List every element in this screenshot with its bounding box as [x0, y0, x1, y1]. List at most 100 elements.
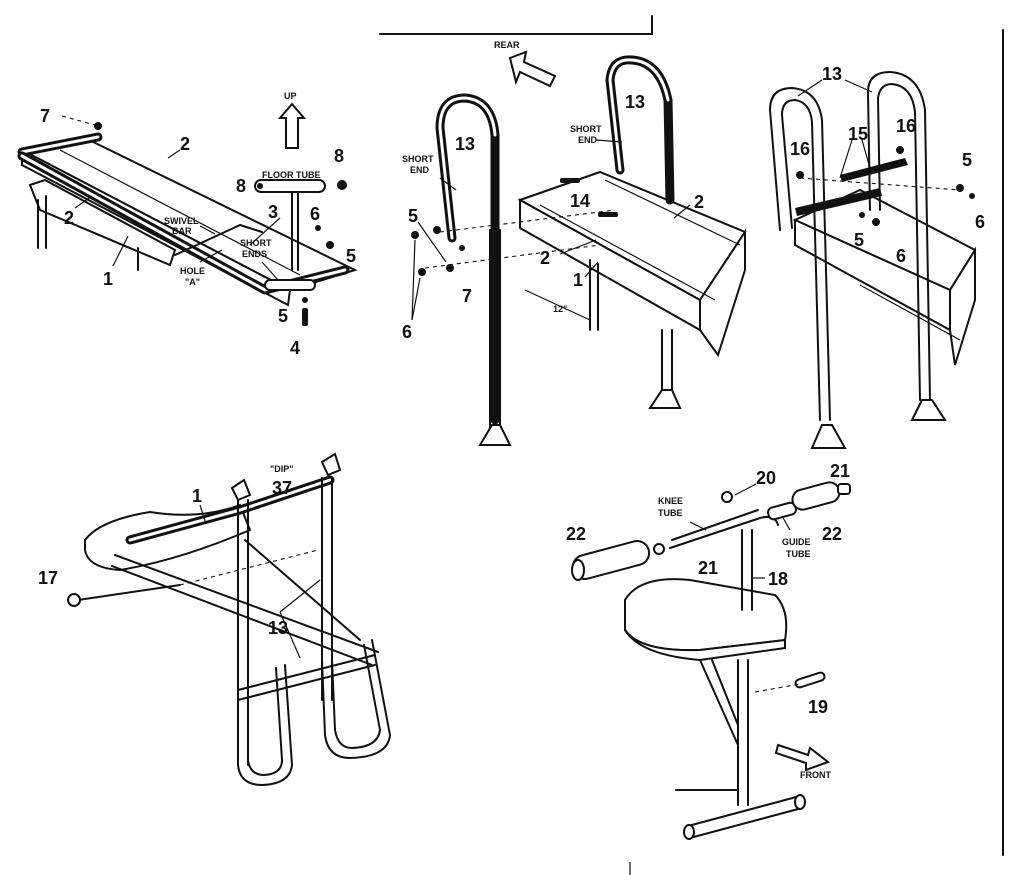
tr-upright-left-outer [769, 87, 831, 421]
tr-leader-15b [861, 139, 871, 169]
bench-board-inner-line [59, 149, 301, 276]
tr-plate-lower [795, 188, 882, 216]
hardware-8b [337, 180, 347, 190]
label-hole: HOLE [180, 266, 205, 276]
view-bottom-left: 1 37 17 13 "DIP" [38, 452, 391, 786]
br-seat-brace-a [699, 659, 739, 746]
callout-13-left: 13 [455, 134, 475, 154]
label-guide: GUIDE [782, 537, 811, 547]
up-arrow-icon [277, 102, 307, 149]
callout-5: 5 [408, 206, 418, 226]
callout-6: 6 [310, 204, 320, 224]
label-front: FRONT [800, 770, 831, 780]
hardware-8a [257, 183, 263, 189]
label-guide-tube: TUBE [786, 549, 811, 559]
callout-4: 4 [290, 338, 300, 358]
callout-15: 15 [848, 124, 868, 144]
callout-2-right: 2 [694, 192, 704, 212]
label-short: SHORT [240, 238, 272, 248]
tr-hw-6a [969, 193, 975, 199]
callout-1: 1 [192, 486, 202, 506]
hw-6a [411, 231, 419, 239]
tr-foot-right [910, 399, 947, 421]
bl-rail-1 [114, 554, 379, 653]
bench-groove-2 [604, 179, 741, 246]
bl-frame-37-inner [128, 478, 332, 542]
leader-3 [249, 217, 281, 246]
tr-bench-side [949, 246, 976, 366]
leader-swivel [199, 225, 216, 235]
label-knee-tube: TUBE [658, 508, 683, 518]
dim-12-line [524, 289, 591, 321]
bl-pin-17-ring [67, 593, 81, 607]
br-hw-21a [653, 543, 665, 555]
callout-16-right: 16 [896, 116, 916, 136]
view-top-left: 7 2 2 1 3 8 8 6 5 5 4 UP FLOOR TUBE SWIV… [17, 91, 358, 358]
view-bottom-right: 20 21 22 22 21 18 19 KNEE TUBE GUIDE TUB… [566, 461, 851, 840]
leader-hole [199, 249, 223, 263]
label-dip: "DIP" [270, 464, 294, 474]
callout-8-left: 8 [236, 176, 246, 196]
label-hole-a: "A" [185, 277, 200, 287]
leader-2-left [74, 195, 93, 209]
tr-hw-16b [896, 146, 904, 154]
label-swivel: SWIVEL [164, 216, 199, 226]
bl-rail-2 [111, 565, 373, 666]
short-end-bar [264, 279, 316, 291]
br-leader-guide [781, 515, 791, 531]
tr-plate-upper [840, 158, 908, 182]
callout-18: 18 [768, 569, 788, 589]
leader-short-ends [261, 261, 279, 281]
br-hw-21b [837, 483, 851, 495]
bl-leader-1 [199, 504, 207, 525]
hw-6b [418, 268, 426, 276]
dash-upper [439, 209, 616, 233]
label-short-left: SHORT [402, 154, 434, 164]
tr-hw-16a [796, 171, 804, 179]
br-leader-knee [689, 521, 707, 531]
label-end-left: END [410, 165, 430, 175]
callout-1: 1 [103, 269, 113, 289]
br-floor-base-end-l [683, 824, 695, 840]
label-bar: BAR [172, 226, 192, 236]
bl-clamp-left [230, 478, 252, 502]
upright-right-foot [648, 389, 682, 409]
leader-2a [673, 204, 691, 219]
bl-leader-13a [279, 579, 321, 613]
bl-clamp-right [320, 452, 342, 477]
callout-21-right: 21 [830, 461, 850, 481]
callout-22-left: 22 [566, 524, 586, 544]
callout-19: 19 [808, 697, 828, 717]
callout-3: 3 [268, 202, 278, 222]
bl-pin-17 [77, 584, 181, 601]
label-short-right: SHORT [570, 124, 602, 134]
bl-u-frame-right [321, 639, 391, 759]
callout-13-right: 13 [625, 92, 645, 112]
callout-7: 7 [462, 286, 472, 306]
callout-2-left: 2 [64, 208, 74, 228]
tr-groove [859, 284, 961, 341]
hw-14-bolt [560, 178, 580, 183]
callout-37: 37 [272, 478, 292, 498]
br-dash-19 [754, 683, 801, 693]
bl-u-frame-left [237, 664, 293, 786]
leader-1 [584, 261, 599, 278]
front-arrow-icon [774, 743, 831, 772]
dash-lower [424, 244, 601, 269]
leader-1 [112, 235, 129, 267]
label-ends: ENDS [242, 249, 267, 259]
tr-leader-13a [797, 79, 823, 97]
callout-2-left: 2 [540, 248, 550, 268]
tr-leader-13b [844, 79, 873, 93]
hardware-5a [326, 241, 334, 249]
hw-5b [446, 264, 454, 272]
bench-groove-1 [539, 204, 716, 301]
label-floor-tube: FLOOR TUBE [262, 170, 321, 180]
tr-leader-15a [839, 139, 853, 179]
br-seat-side [624, 629, 786, 662]
callout-16-left: 16 [790, 139, 810, 159]
upright-13-right-inner [608, 58, 670, 172]
callout-7: 7 [40, 106, 50, 126]
callout-21-left: 21 [698, 558, 718, 578]
